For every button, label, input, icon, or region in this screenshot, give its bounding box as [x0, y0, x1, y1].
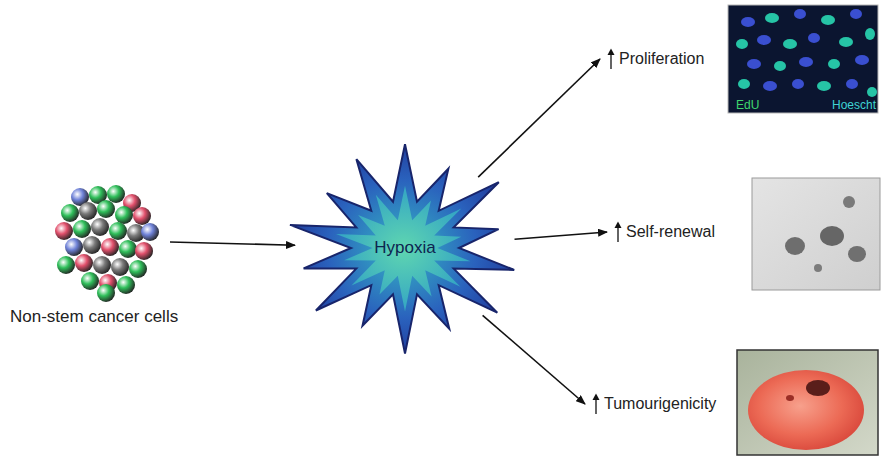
drawing-part	[615, 222, 622, 229]
cell	[101, 238, 119, 256]
drawing-part	[752, 178, 880, 290]
drawing-part	[821, 15, 835, 25]
drawing-part	[846, 79, 858, 89]
cell	[65, 238, 83, 256]
star-core	[336, 186, 471, 312]
drawing-part	[865, 28, 875, 40]
node-text: Tumourigenicity	[604, 395, 716, 413]
drawing-part	[765, 13, 779, 23]
tumour-photo	[737, 350, 878, 455]
drawing-part	[593, 394, 600, 401]
drawing-part	[848, 246, 866, 262]
drawing-part	[843, 196, 855, 208]
drawing-part	[817, 81, 831, 91]
drawing-part	[820, 226, 844, 246]
drawing-part	[808, 33, 820, 43]
cell	[117, 276, 135, 294]
connector-arrow	[170, 242, 295, 245]
stain-label: EdU	[736, 98, 759, 112]
outcome-label: Tumourigenicity	[588, 393, 720, 415]
drawing-part	[867, 87, 877, 97]
cell	[119, 240, 137, 258]
cell	[81, 272, 99, 290]
cell	[133, 207, 151, 225]
drawing-part	[757, 35, 771, 45]
cell	[107, 185, 125, 203]
drawing-part	[747, 59, 761, 69]
drawing-part	[741, 17, 755, 27]
increase-arrow	[605, 48, 617, 70]
star-outline	[290, 144, 514, 353]
cell	[79, 202, 97, 220]
drawing-part	[763, 81, 777, 91]
cell	[115, 206, 133, 224]
hypoxia-star: Hypoxia	[285, 140, 525, 355]
cell	[97, 284, 115, 302]
drawing-part	[783, 39, 797, 49]
cell	[135, 242, 153, 260]
drawing-part	[850, 9, 862, 19]
drawing-part	[799, 57, 813, 67]
sphere-image	[752, 178, 880, 290]
cell	[83, 236, 101, 254]
drawing-part	[792, 79, 804, 89]
drawing-part	[738, 79, 750, 89]
drawing-part	[785, 237, 805, 255]
outcome-label: Proliferation	[603, 48, 708, 70]
connector-arrow	[483, 315, 585, 404]
cell	[109, 222, 127, 240]
cell-cluster	[50, 185, 160, 303]
node-text: Self-renewal	[626, 223, 715, 241]
increase-arrow	[590, 393, 602, 415]
drawing-part	[736, 39, 748, 49]
drawing-part	[748, 370, 864, 450]
cell	[75, 254, 93, 272]
node-text: Proliferation	[619, 50, 704, 68]
drawing-part	[814, 264, 822, 272]
drawing-part	[839, 37, 853, 47]
cell	[73, 220, 91, 238]
outcome-label: Self-renewal	[610, 221, 719, 243]
drawing-part	[794, 9, 806, 19]
cell	[141, 223, 159, 241]
increase-arrow	[612, 221, 624, 243]
node-text: Hypoxia	[374, 238, 435, 258]
cell	[57, 256, 75, 274]
drawing-part	[786, 395, 794, 401]
cell	[97, 200, 115, 218]
microscopy-image	[728, 5, 878, 113]
drawing-part	[828, 59, 840, 69]
drawing-part	[737, 350, 878, 455]
cell	[55, 222, 73, 240]
drawing-part	[855, 55, 869, 65]
cell-cluster-node: Non-stem cancer cells	[10, 185, 182, 327]
cell	[111, 258, 129, 276]
cell	[129, 260, 147, 278]
stain-label: Hoescht	[832, 98, 876, 112]
drawing-part	[806, 380, 830, 396]
connector-arrow	[478, 59, 600, 177]
connector-arrow	[515, 232, 608, 239]
drawing-part	[728, 5, 878, 113]
drawing-part	[774, 61, 786, 71]
node-text: Non-stem cancer cells	[10, 307, 178, 327]
cell	[61, 204, 79, 222]
cell	[91, 218, 109, 236]
cell	[93, 256, 111, 274]
drawing-part	[608, 49, 615, 56]
